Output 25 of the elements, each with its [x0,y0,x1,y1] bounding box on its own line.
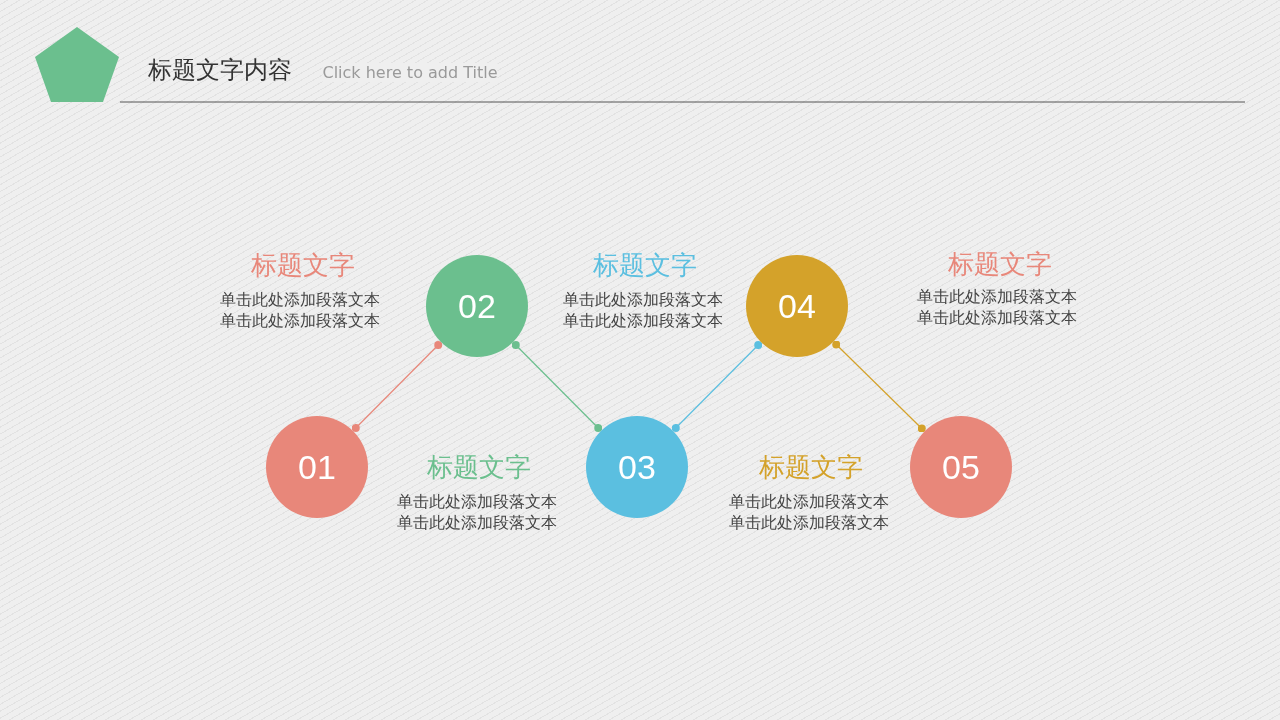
number-circle: 03 [586,416,688,518]
number-circle: 02 [426,255,528,357]
body-text: 单击此处添加段落文本 [917,286,1077,308]
number-circle: 04 [746,255,848,357]
body-text: 单击此处添加段落文本 [220,289,380,311]
body-text: 单击此处添加段落文本 [917,307,1077,329]
section-heading: 标题文字 [427,451,531,485]
body-text: 单击此处添加段落文本 [220,310,380,332]
body-text: 单击此处添加段落文本 [563,289,723,311]
connector-line [511,341,603,432]
body-text: 单击此处添加段落文本 [563,310,723,332]
body-text: 单击此处添加段落文本 [397,512,557,534]
section-heading: 标题文字 [251,249,355,283]
body-text: 单击此处添加段落文本 [729,512,889,534]
body-text: 单击此处添加段落文本 [729,491,889,513]
placeholder-text: Click here to add Title [322,62,498,82]
section-heading: 标题文字 [593,249,697,283]
section-heading: 标题文字 [948,248,1052,282]
number-circle: 01 [266,416,368,518]
connector-line [351,341,443,432]
number-circle: 05 [910,416,1012,518]
slide-title: 标题文字内容 [148,55,292,86]
section-heading: 标题文字 [759,451,863,485]
connector-line [832,340,926,433]
body-text: 单击此处添加段落文本 [397,491,557,513]
